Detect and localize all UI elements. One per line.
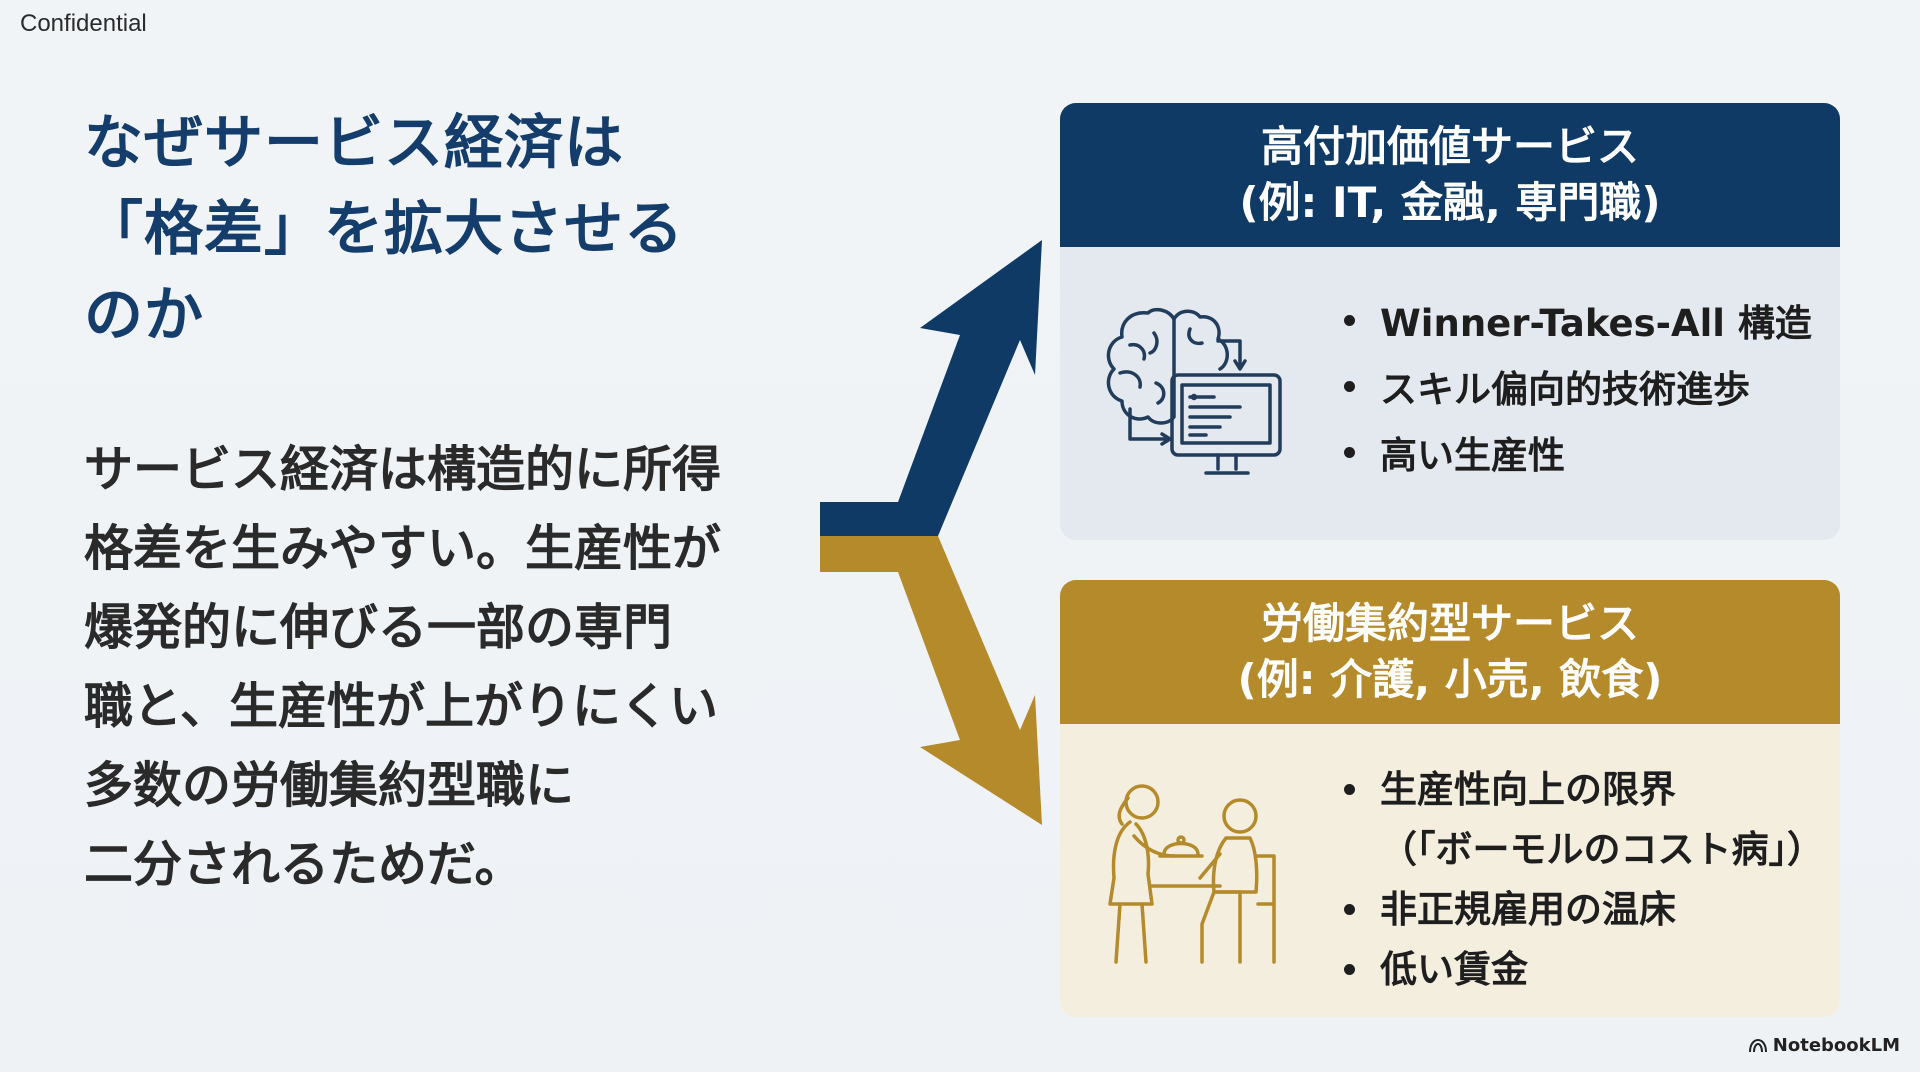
labor-intensive-bullets: 生産性向上の限界 （「ボーモルのコスト病」） 非正規雇用の温床 低い賃金 <box>1340 760 1824 1000</box>
split-arrows-graphic <box>820 240 1042 825</box>
labor-intensive-services-card: 労働集約型サービス (例: 介護, 小売, 飲食) <box>1060 580 1840 1017</box>
waiter-serving-icon <box>1108 784 1276 964</box>
notebooklm-brand: NotebookLM <box>1748 1035 1900 1056</box>
bullet-item: スキル偏向的技術進歩 <box>1340 357 1812 423</box>
body-paragraph: サービス経済は構造的に所得 格差を生みやすい。生産性が 爆発的に伸びる一部の専門… <box>84 430 804 904</box>
bullet-item: 低い賃金 <box>1340 940 1824 1000</box>
bullet-line: 生産性向上の限界 <box>1380 768 1676 811</box>
title-line: 「格差」を拡大させる <box>84 194 685 263</box>
down-arrow-icon <box>820 536 1042 825</box>
body-line: 職と、生産性が上がりにくい <box>84 678 719 735</box>
title-line: なぜサービス経済は <box>84 108 625 177</box>
body-line: 爆発的に伸びる一部の専門 <box>84 599 673 656</box>
bullet-item: 生産性向上の限界 （「ボーモルのコスト病」） <box>1340 760 1824 880</box>
notebooklm-logo-icon <box>1748 1038 1767 1052</box>
bullet-subline: （「ボーモルのコスト病」） <box>1380 828 1824 871</box>
confidential-label: Confidential <box>20 10 147 37</box>
card-title: 労働集約型サービス <box>1260 599 1639 648</box>
bullet-item: Winner-Takes-All 構造 <box>1340 291 1812 357</box>
card-body: 生産性向上の限界 （「ボーモルのコスト病」） 非正規雇用の温床 低い賃金 <box>1060 724 1840 1017</box>
bullet-item: 高い生産性 <box>1340 423 1812 489</box>
brand-label: NotebookLM <box>1772 1035 1900 1056</box>
card-header: 労働集約型サービス (例: 介護, 小売, 飲食) <box>1060 580 1840 724</box>
body-line: サービス経済は構造的に所得 <box>84 441 722 498</box>
brain-computer-icon <box>1106 307 1282 475</box>
high-value-bullets: Winner-Takes-All 構造 スキル偏向的技術進歩 高い生産性 <box>1340 291 1812 489</box>
card-subtitle: (例: IT, 金融, 専門職) <box>1239 178 1661 227</box>
card-body: Winner-Takes-All 構造 スキル偏向的技術進歩 高い生産性 <box>1060 247 1840 540</box>
body-line: 格差を生みやすい。生産性が <box>84 520 722 577</box>
up-arrow-icon <box>820 240 1042 536</box>
body-line: 多数の労働集約型職に <box>84 757 575 814</box>
slide-title: なぜサービス経済は 「格差」を拡大させる のか <box>84 100 784 358</box>
title-line: のか <box>84 280 205 349</box>
bullet-item: 非正規雇用の温床 <box>1340 880 1824 940</box>
card-title: 高付加価値サービス <box>1260 122 1639 171</box>
high-value-services-card: 高付加価値サービス (例: IT, 金融, 専門職) <box>1060 103 1840 540</box>
card-subtitle: (例: 介護, 小売, 飲食) <box>1237 655 1663 704</box>
card-header: 高付加価値サービス (例: IT, 金融, 専門職) <box>1060 103 1840 247</box>
body-line: 二分されるためだ。 <box>84 836 524 893</box>
